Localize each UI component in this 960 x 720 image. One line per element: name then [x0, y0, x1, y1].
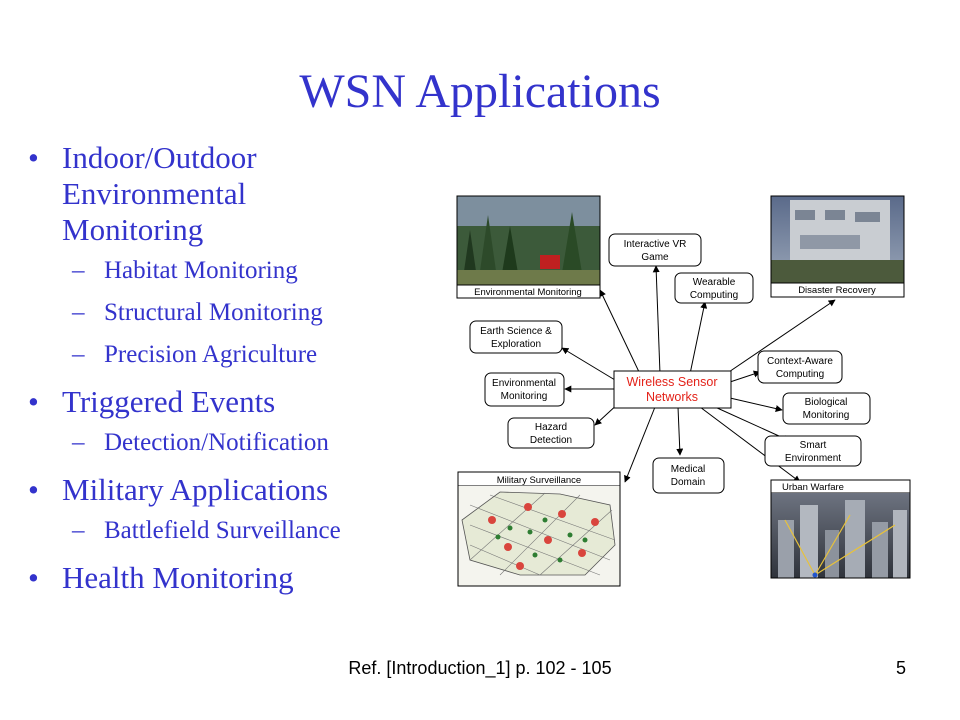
caption-environmental: Environmental Monitoring [474, 287, 582, 298]
node-label: Smart [800, 440, 827, 451]
page-number: 5 [895, 658, 906, 678]
node-label: Computing [776, 369, 824, 380]
bullet-text-cont: Monitoring [62, 212, 204, 247]
bullet-health: •Health Monitoring [28, 560, 294, 595]
bullet-military: •Military Applications [28, 472, 329, 507]
node-label: Computing [690, 290, 738, 301]
node-label: Environmental [492, 378, 556, 389]
node-context-aware-computing: Context-Aware Computing [757, 350, 843, 384]
node-label: Detection [530, 435, 572, 446]
bullet-list: • Indoor/Outdoor Environmental Monitorin… [28, 140, 448, 604]
bullet-text: Military Applications [62, 472, 329, 507]
sub-bullet-text: Detection/Notification [104, 429, 329, 456]
node-label: Interactive VR [624, 239, 687, 250]
sub-bullet: –Structural Monitoring [72, 299, 323, 326]
sub-bullet: –Battlefield Surveillance [72, 517, 341, 544]
node-label: Medical [671, 464, 705, 475]
sub-bullet: –Precision Agriculture [72, 341, 318, 368]
node-label: Wearable [693, 277, 736, 288]
photo-disaster-recovery: Disaster Recovery [770, 195, 905, 298]
node-biological-monitoring: Biological Monitoring [782, 392, 871, 425]
caption-disaster: Disaster Recovery [798, 285, 876, 296]
node-label: Hazard [535, 422, 567, 433]
node-medical-domain: Medical Domain [652, 457, 725, 494]
bullet-text: Triggered Events [62, 384, 276, 419]
node-label: Monitoring [501, 391, 548, 402]
sub-bullet-text: Habitat Monitoring [104, 257, 298, 284]
sub-bullet: –Detection/Notification [72, 429, 329, 456]
footer-reference: Ref. [Introduction_1] p. 102 - 105 [348, 658, 612, 678]
node-label: Monitoring [803, 410, 850, 421]
node-label: Context-Aware [767, 356, 833, 367]
node-label: Game [641, 252, 669, 263]
hub-label-line1: Wireless Sensor [627, 375, 718, 389]
sub-bullet-text: Battlefield Surveillance [104, 517, 341, 544]
node-hazard-detection: Hazard Detection [507, 417, 595, 449]
slide-title: WSN Applications [299, 65, 661, 118]
node-label: Environment [785, 453, 841, 464]
bullet-text: Indoor/Outdoor Environmental [62, 140, 257, 211]
bullet-triggered: •Triggered Events [28, 384, 276, 419]
hub-label-line2: Networks [646, 390, 698, 404]
hub-wireless-sensor-networks: Wireless Sensor Networks [613, 370, 732, 409]
node-wearable-computing: Wearable Computing [674, 272, 754, 304]
node-label: Biological [805, 397, 848, 408]
node-label: Earth Science & [480, 326, 552, 337]
connector-arrows [561, 265, 836, 483]
node-earth-science-exploration: Earth Science & Exploration [469, 320, 563, 354]
caption-urban: Urban Warfare [782, 482, 844, 493]
bullet-text: Health Monitoring [62, 560, 294, 595]
sub-bullet: –Habitat Monitoring [72, 257, 298, 284]
photo-military-surveillance: Military Surveillance [457, 471, 621, 587]
photo-environmental-monitoring: Environmental Monitoring [456, 195, 601, 299]
caption-military: Military Surveillance [497, 475, 581, 486]
node-label: Domain [671, 477, 705, 488]
sub-bullet-text: Precision Agriculture [104, 341, 318, 368]
bullet-dot: • [28, 140, 39, 175]
node-environmental-monitoring: Environmental Monitoring [484, 372, 565, 407]
node-smart-environment: Smart Environment [764, 435, 862, 467]
node-interactive-vr-game: Interactive VR Game [608, 233, 702, 267]
sub-bullet-text: Structural Monitoring [104, 299, 323, 326]
node-label: Exploration [491, 339, 541, 350]
bullet-environmental: • Indoor/Outdoor Environmental Monitorin… [28, 140, 448, 248]
photo-urban-warfare: Urban Warfare [770, 479, 911, 579]
